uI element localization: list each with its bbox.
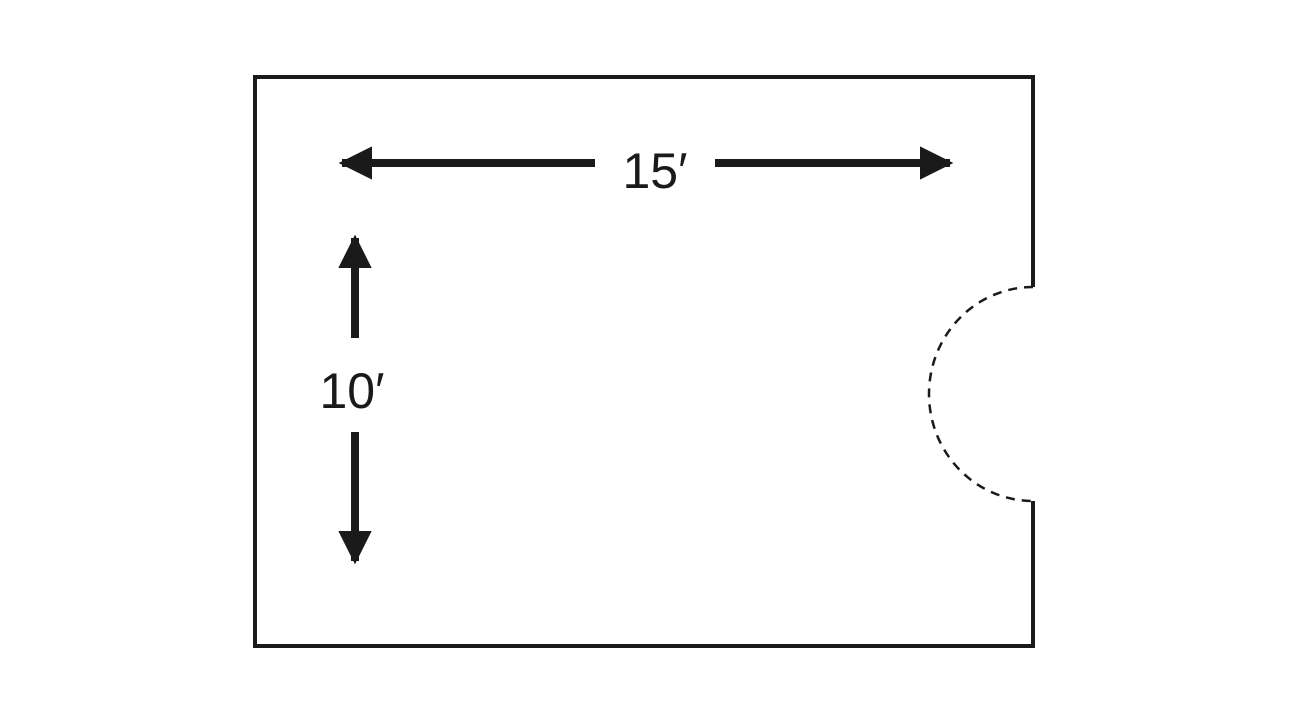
width-dimension-label: 15′	[623, 143, 688, 199]
height-dimension-label: 10′	[320, 363, 385, 419]
room-outline	[253, 75, 1035, 648]
semicircle-cutout-dashed	[927, 285, 1034, 503]
